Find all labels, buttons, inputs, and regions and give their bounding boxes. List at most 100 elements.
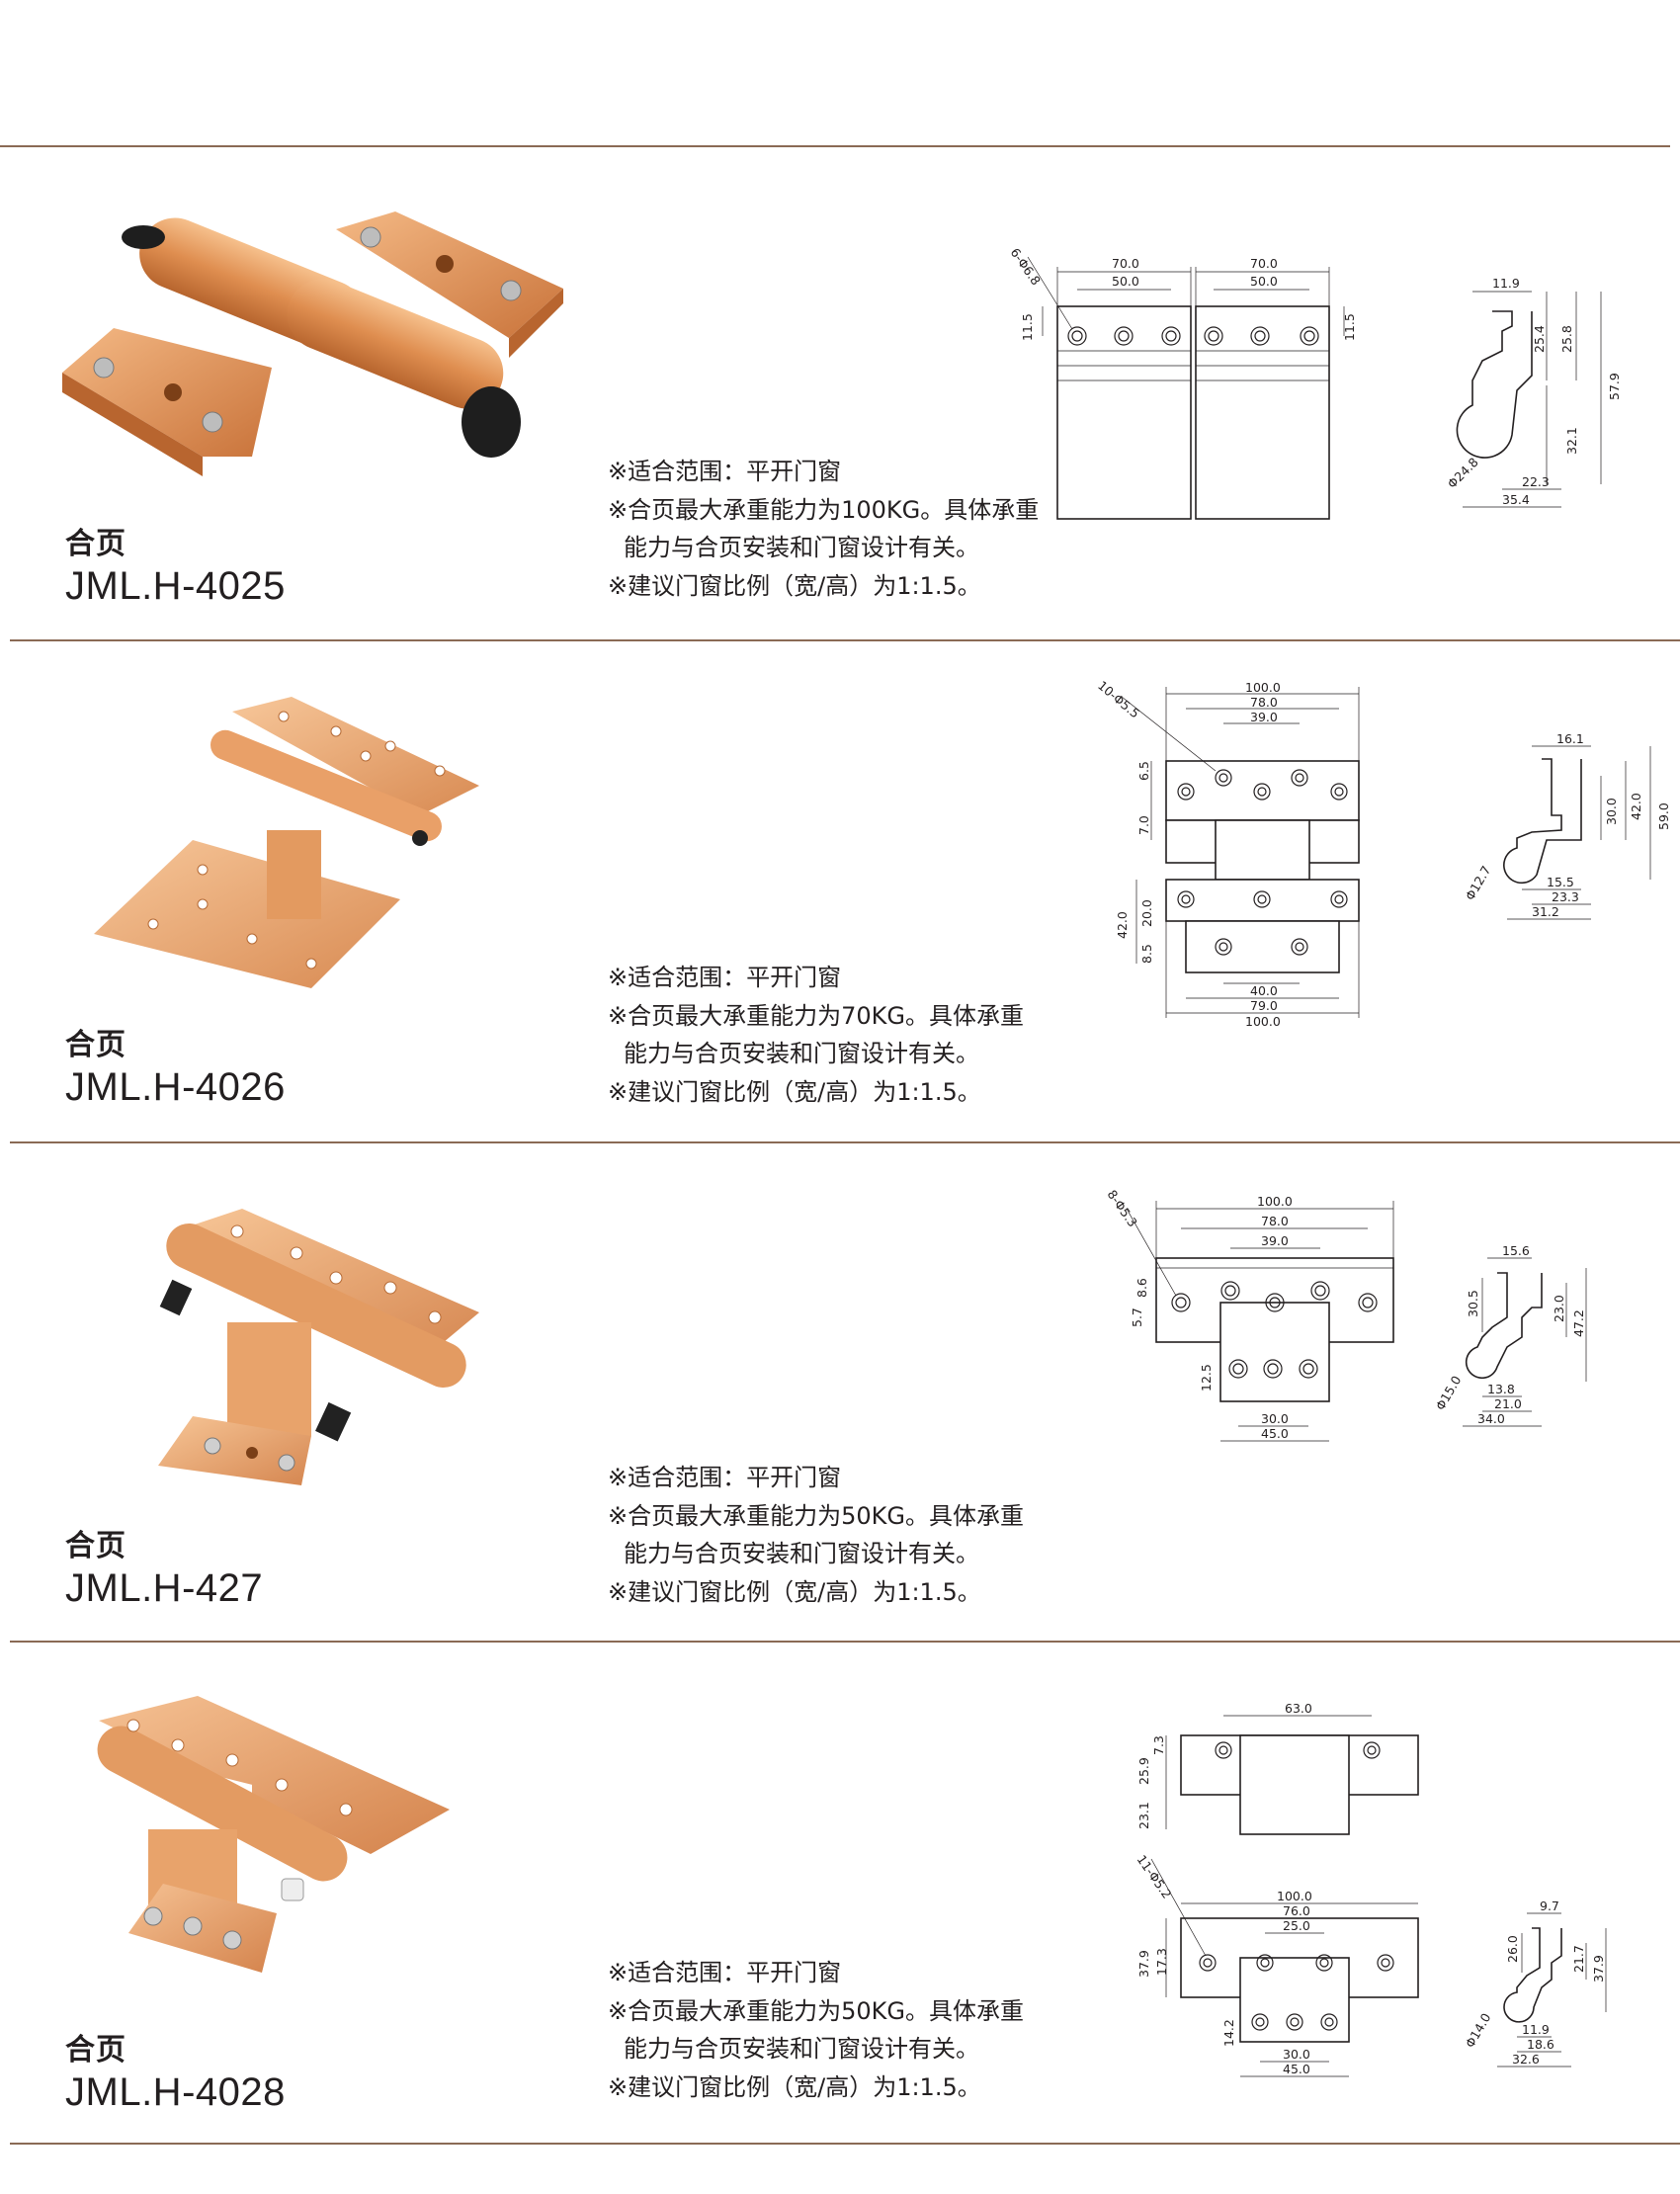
dim-label: 63.0 <box>1285 1701 1312 1716</box>
dim-label: 26.0 <box>1505 1935 1520 1963</box>
dim-label: 70.0 <box>1112 256 1139 271</box>
dim-label: 76.0 <box>1283 1903 1310 1918</box>
product-title: 合页 JML.H-4026 <box>65 1026 286 1109</box>
dim-label: 40.0 <box>1250 983 1278 998</box>
dim-label: Φ14.0 <box>1463 2010 1494 2050</box>
dim-label: 31.2 <box>1532 904 1559 919</box>
hole-spec: 11-Φ5.2 <box>1134 1852 1175 1901</box>
dim-label: 11.9 <box>1522 2022 1550 2037</box>
dim-label: Φ15.0 <box>1433 1373 1465 1412</box>
dim-label: 32.1 <box>1564 427 1579 455</box>
dim-label: 6.5 <box>1136 761 1151 781</box>
dim-label: 23.1 <box>1136 1802 1151 1829</box>
note-ratio: ※建议门窗比例（宽/高）为1:1.5。 <box>608 2072 981 2101</box>
product-photo-hinge <box>54 1204 568 1520</box>
dim-label: 11.9 <box>1492 276 1520 291</box>
dim-label: 37.9 <box>1591 1955 1606 1983</box>
product-notes: ※适合范围：平开门窗 ※合页最大承重能力为50KG。具体承重 能力与合页安装和门… <box>608 1459 1024 1611</box>
dim-label: 47.2 <box>1571 1309 1586 1337</box>
dim-label: 23.3 <box>1552 889 1579 904</box>
dim-label: 21.7 <box>1571 1945 1586 1973</box>
dim-label: 25.0 <box>1283 1918 1310 1933</box>
note-usage: ※适合范围：平开门窗 <box>608 1959 842 1986</box>
dim-label: 11.5 <box>1020 313 1035 341</box>
product-section-4028: ※适合范围：平开门窗 ※合页最大承重能力为50KG。具体承重 能力与合页安装和门… <box>0 1644 1680 2143</box>
note-ratio: ※建议门窗比例（宽/高）为1:1.5。 <box>608 1077 981 1106</box>
product-photo-hinge <box>54 692 568 1008</box>
dim-label: 50.0 <box>1112 274 1139 289</box>
product-section-4025: ※适合范围：平开门窗 ※合页最大承重能力为100KG。具体承重 能力与合页安装和… <box>0 148 1680 647</box>
product-title: 合页 JML.H-427 <box>65 1527 263 1610</box>
note-ratio: ※建议门窗比例（宽/高）为1:1.5。 <box>608 571 981 600</box>
dim-label: 25.9 <box>1136 1757 1151 1785</box>
dim-label: 8.5 <box>1139 944 1154 964</box>
product-model: JML.H-4025 <box>65 564 286 608</box>
product-photo-hinge <box>54 1691 568 2007</box>
hole-spec: 6-Φ6.8 <box>1008 245 1045 288</box>
dim-label: 32.6 <box>1512 2052 1540 2067</box>
technical-drawing: 100.0 78.0 39.0 8-Φ5.3 5.7 8.6 12.5 30.0… <box>1105 1187 1601 1545</box>
dim-label: 30.0 <box>1261 1411 1289 1426</box>
product-notes: ※适合范围：平开门窗 ※合页最大承重能力为70KG。具体承重 能力与合页安装和门… <box>608 959 1024 1111</box>
note-load-cont: 能力与合页安装和门窗设计有关。 <box>624 2035 979 2063</box>
dim-label: 14.2 <box>1221 2019 1236 2047</box>
note-load: ※合页最大承重能力为50KG。具体承重 <box>608 1501 1024 1530</box>
dim-label: 42.0 <box>1629 793 1643 820</box>
dim-label: 25.8 <box>1559 325 1574 353</box>
dim-label: 17.3 <box>1154 1948 1169 1976</box>
dim-label: 8.6 <box>1134 1278 1149 1298</box>
dim-label: 100.0 <box>1245 1014 1281 1029</box>
product-notes: ※适合范围：平开门窗 ※合页最大承重能力为50KG。具体承重 能力与合页安装和门… <box>608 1954 1024 2106</box>
dim-label: 25.4 <box>1532 325 1547 353</box>
note-usage: ※适合范围：平开门窗 <box>608 458 842 485</box>
dim-label: 23.0 <box>1552 1295 1566 1322</box>
dim-label: 20.0 <box>1139 899 1154 927</box>
dim-label: 5.7 <box>1130 1308 1144 1327</box>
dim-label: 42.0 <box>1115 911 1130 939</box>
dim-label: 100.0 <box>1257 1194 1293 1209</box>
dim-label: 15.5 <box>1547 875 1574 889</box>
dim-label: 100.0 <box>1277 1889 1312 1903</box>
note-load: ※合页最大承重能力为50KG。具体承重 <box>608 1996 1024 2025</box>
note-load-cont: 能力与合页安装和门窗设计有关。 <box>624 1040 979 1067</box>
dim-label: 100.0 <box>1245 680 1281 695</box>
dim-label: 30.5 <box>1466 1290 1480 1317</box>
note-usage: ※适合范围：平开门窗 <box>608 1464 842 1491</box>
dim-label: 15.6 <box>1502 1243 1530 1258</box>
dim-label: 9.7 <box>1540 1899 1559 1913</box>
technical-drawing: 70.0 50.0 70.0 50.0 11.5 11.5 6-Φ6.8 11.… <box>998 242 1670 568</box>
dim-label: 30.0 <box>1283 2047 1310 2062</box>
technical-drawing: 63.0 7.3 25.9 23.1 100.0 76.0 <box>1127 1701 1621 2136</box>
dim-label: 37.9 <box>1136 1950 1151 1978</box>
dim-label: 13.8 <box>1487 1382 1515 1396</box>
dim-label: Φ12.7 <box>1463 863 1494 902</box>
top-rule <box>0 145 1670 147</box>
dim-label: 12.5 <box>1199 1364 1214 1392</box>
product-name: 合页 <box>65 527 126 561</box>
section-divider <box>10 1641 1680 1643</box>
dim-label: 21.0 <box>1494 1396 1522 1411</box>
dim-label: 16.1 <box>1556 731 1584 746</box>
note-load: ※合页最大承重能力为100KG。具体承重 <box>608 495 1040 524</box>
dim-label: 59.0 <box>1656 802 1671 830</box>
note-load: ※合页最大承重能力为70KG。具体承重 <box>608 1001 1024 1030</box>
dim-label: 45.0 <box>1261 1426 1289 1441</box>
dim-label: 50.0 <box>1250 274 1278 289</box>
dim-label: 79.0 <box>1250 998 1278 1013</box>
product-name: 合页 <box>65 1529 126 1563</box>
dim-label: 78.0 <box>1261 1214 1289 1228</box>
product-name: 合页 <box>65 2033 126 2067</box>
technical-drawing: 100.0 78.0 39.0 10-Φ5.5 6.5 7.0 42.0 20.… <box>1095 678 1671 1117</box>
bottom-rule <box>10 2143 1680 2145</box>
dim-label: 22.3 <box>1522 474 1550 489</box>
product-model: JML.H-4028 <box>65 2070 286 2114</box>
dim-label: 39.0 <box>1261 1233 1289 1248</box>
dim-label: 70.0 <box>1250 256 1278 271</box>
dim-label: 7.3 <box>1151 1735 1166 1755</box>
product-model: JML.H-427 <box>65 1566 264 1610</box>
product-notes: ※适合范围：平开门窗 ※合页最大承重能力为100KG。具体承重 能力与合页安装和… <box>608 453 1039 605</box>
hole-spec: 10-Φ5.5 <box>1095 678 1142 721</box>
dim-label: 35.4 <box>1502 492 1530 507</box>
dim-label: 57.9 <box>1607 373 1622 400</box>
note-load-cont: 能力与合页安装和门窗设计有关。 <box>624 534 979 561</box>
